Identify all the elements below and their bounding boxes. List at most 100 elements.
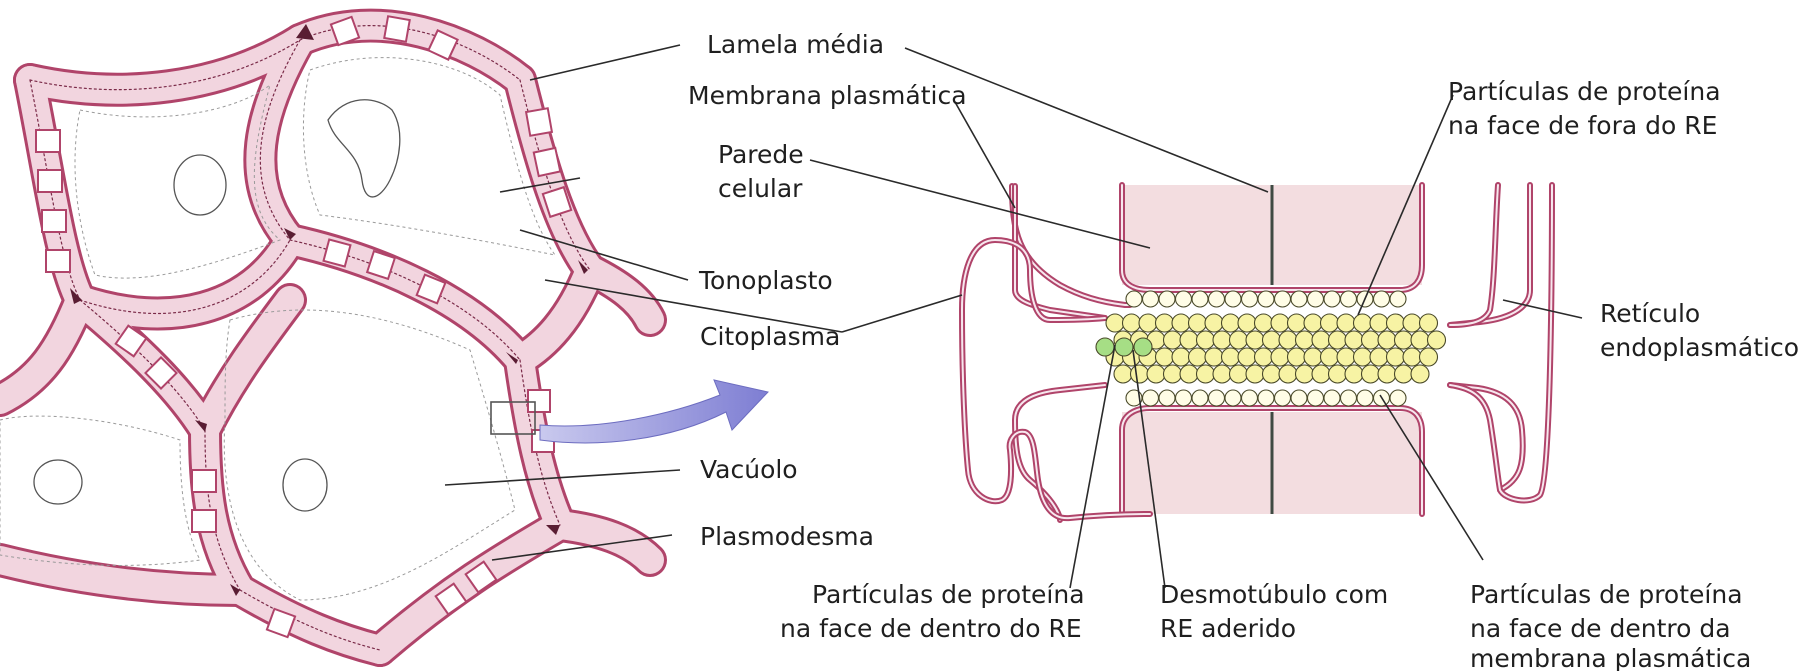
- membrane-particle: [1341, 390, 1357, 406]
- er-particle: [1296, 331, 1314, 349]
- label-tonoplasto: Tonoplasto: [698, 266, 833, 295]
- membrane-particle: [1291, 291, 1307, 307]
- er-particle: [1370, 314, 1388, 332]
- label-particulas-dentro-re-line1: Partículas de proteína: [812, 580, 1085, 609]
- er-particle: [1246, 365, 1264, 383]
- er-particle: [1263, 365, 1281, 383]
- desmotubule-particle: [1115, 338, 1133, 356]
- label-vacuolo: Vacúolo: [700, 455, 798, 484]
- membrane-particle: [1143, 390, 1159, 406]
- er-particle: [1238, 348, 1256, 366]
- label-reticulo-line1: Retículo: [1600, 299, 1700, 328]
- er-particle: [1197, 365, 1215, 383]
- label-desmotubulo-line1: Desmotúbulo com: [1160, 580, 1388, 609]
- er-particle: [1411, 365, 1429, 383]
- er-particle: [1189, 314, 1207, 332]
- membrane-particle: [1209, 291, 1225, 307]
- membrane-particle: [1324, 390, 1340, 406]
- er-particle: [1114, 365, 1132, 383]
- membrane-particle: [1324, 291, 1340, 307]
- membrane-particle: [1209, 390, 1225, 406]
- er-particle: [1230, 331, 1248, 349]
- er-particle: [1321, 314, 1339, 332]
- er-particle: [1337, 314, 1355, 332]
- membrane-particle: [1308, 291, 1324, 307]
- er-particle: [1180, 331, 1198, 349]
- er-particle: [1378, 365, 1396, 383]
- er-particle: [1230, 365, 1248, 383]
- er-particle: [1304, 314, 1322, 332]
- er-particle: [1329, 365, 1347, 383]
- er-particle: [1395, 365, 1413, 383]
- label-particulas-fora-re-line1: Partículas de proteína: [1448, 77, 1721, 106]
- membrane-particle: [1291, 390, 1307, 406]
- membrane-particle: [1258, 390, 1274, 406]
- label-particulas-fora-re-line2: na face de fora do RE: [1448, 111, 1717, 140]
- membrane-particle: [1225, 291, 1241, 307]
- er-particle: [1288, 348, 1306, 366]
- er-particle: [1255, 348, 1273, 366]
- er-particle: [1213, 365, 1231, 383]
- label-particulas-dentro-membrana-line3: membrana plasmática: [1470, 644, 1751, 671]
- label-parede-celular-line2: celular: [718, 174, 803, 203]
- er-particle: [1271, 348, 1289, 366]
- er-particle: [1345, 365, 1363, 383]
- label-particulas-dentro-membrana-line1: Partículas de proteína: [1470, 580, 1743, 609]
- er-particle: [1279, 331, 1297, 349]
- er-particle: [1205, 314, 1223, 332]
- er-particle: [1255, 314, 1273, 332]
- er-particle: [1222, 348, 1240, 366]
- desmotubule-particles: [1096, 338, 1152, 356]
- er-particle: [1180, 365, 1198, 383]
- membrane-particle: [1357, 390, 1373, 406]
- er-particle: [1387, 314, 1405, 332]
- membrane-particle: [1192, 291, 1208, 307]
- membrane-particle: [1242, 291, 1258, 307]
- er-particle: [1378, 331, 1396, 349]
- er-particle: [1172, 314, 1190, 332]
- er-particle: [1304, 348, 1322, 366]
- er-particle: [1131, 365, 1149, 383]
- membrane-particle: [1390, 390, 1406, 406]
- membrane-particles-top: [1126, 291, 1406, 307]
- er-particle: [1156, 314, 1174, 332]
- label-plasmodesma: Plasmodesma: [700, 522, 874, 551]
- er-particle: [1354, 348, 1372, 366]
- plasmodesma-detail: [962, 185, 1552, 520]
- er-particle: [1403, 314, 1421, 332]
- er-particle: [1428, 331, 1446, 349]
- er-particle: [1395, 331, 1413, 349]
- er-particle: [1288, 314, 1306, 332]
- er-particle: [1337, 348, 1355, 366]
- membrane-particle: [1159, 390, 1175, 406]
- label-particulas-dentro-re-line2: na face de dentro do RE: [780, 614, 1082, 643]
- er-particle: [1205, 348, 1223, 366]
- membrane-particle: [1258, 291, 1274, 307]
- membrane-particle: [1126, 291, 1142, 307]
- desmotubule-particle: [1134, 338, 1152, 356]
- er-particle: [1147, 365, 1165, 383]
- er-particle: [1139, 314, 1157, 332]
- membrane-particle: [1275, 390, 1291, 406]
- er-particle: [1164, 365, 1182, 383]
- membrane-particle: [1390, 291, 1406, 307]
- er-particle: [1321, 348, 1339, 366]
- label-particulas-dentro-membrana-line2: na face de dentro da: [1470, 614, 1731, 643]
- membrane-particle: [1308, 390, 1324, 406]
- label-membrana-plasmatica: Membrana plasmática: [688, 81, 967, 110]
- er-particle: [1411, 331, 1429, 349]
- label-reticulo-line2: endoplasmático: [1600, 333, 1799, 362]
- er-particle: [1420, 314, 1438, 332]
- membrane-particle: [1225, 390, 1241, 406]
- er-particle: [1354, 314, 1372, 332]
- desmotubule-particle: [1096, 338, 1114, 356]
- membrane-particle: [1192, 390, 1208, 406]
- label-citoplasma: Citoplasma: [700, 322, 840, 351]
- er-particle: [1296, 365, 1314, 383]
- er-particle: [1156, 348, 1174, 366]
- er-particle: [1312, 365, 1330, 383]
- er-particle: [1197, 331, 1215, 349]
- membrane-particle: [1143, 291, 1159, 307]
- cell-wall-network: [0, 26, 650, 650]
